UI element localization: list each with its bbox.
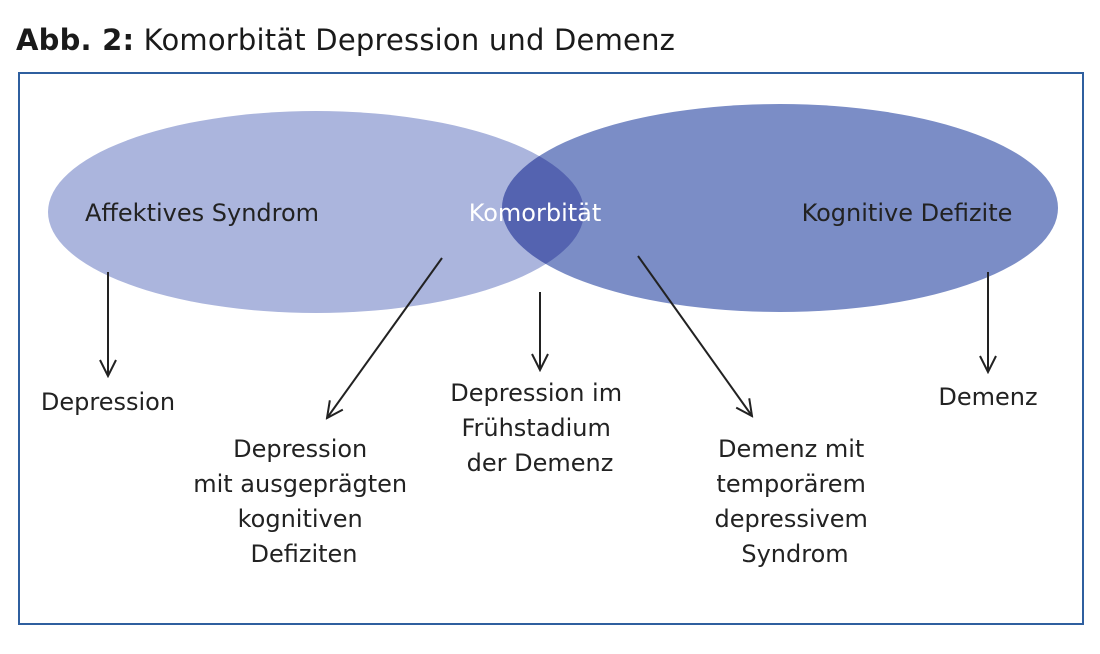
outcome-dementia-depressive-line: Demenz mit — [718, 435, 864, 463]
outcome-depression-cognitive-line: Depression — [233, 435, 367, 463]
outcome-depression-cognitive-line: Defiziten — [250, 540, 357, 568]
outcome-depression-cognitive: Depression mit ausgeprägten kognitiven D… — [193, 435, 415, 568]
outcome-dementia-depressive: Demenz mit temporärem depressivem Syndro… — [714, 435, 875, 568]
outcome-early-stage-line: Depression im — [450, 379, 622, 407]
outcome-early-stage: Depression im Frühstadium der Demenz — [450, 379, 629, 477]
outcome-dementia: Demenz — [938, 383, 1037, 411]
outcome-dementia-depressive-line: Syndrom — [741, 540, 848, 568]
outcome-dementia-depressive-line: depressivem — [714, 505, 867, 533]
outcome-early-stage-line: der Demenz — [467, 449, 614, 477]
figure-title: Abb. 2: Komorbität Depression und Demenz — [16, 22, 675, 58]
outcome-early-stage-line: Frühstadium — [461, 414, 610, 442]
outcome-dementia-depressive-line: temporärem — [716, 470, 866, 498]
outcome-depression-cognitive-line: mit ausgeprägten — [193, 470, 407, 498]
comorbidity-label: Komorbität — [469, 199, 602, 227]
figure-title-text: Komorbität Depression und Demenz — [143, 23, 676, 57]
affective-syndrome-label: Affektives Syndrom — [85, 199, 319, 227]
affective-syndrome-ellipse — [48, 111, 584, 313]
arrow-to-depression-cognitive — [327, 257, 443, 418]
outcome-depression: Depression — [41, 388, 175, 416]
cognitive-deficits-label: Kognitive Defizite — [802, 199, 1013, 227]
figure-label: Abb. 2: — [16, 23, 135, 57]
arrow-to-dementia-depressive — [637, 255, 752, 416]
outcome-depression-cognitive-line: kognitiven — [238, 505, 363, 533]
diagram-frame — [18, 72, 1084, 625]
